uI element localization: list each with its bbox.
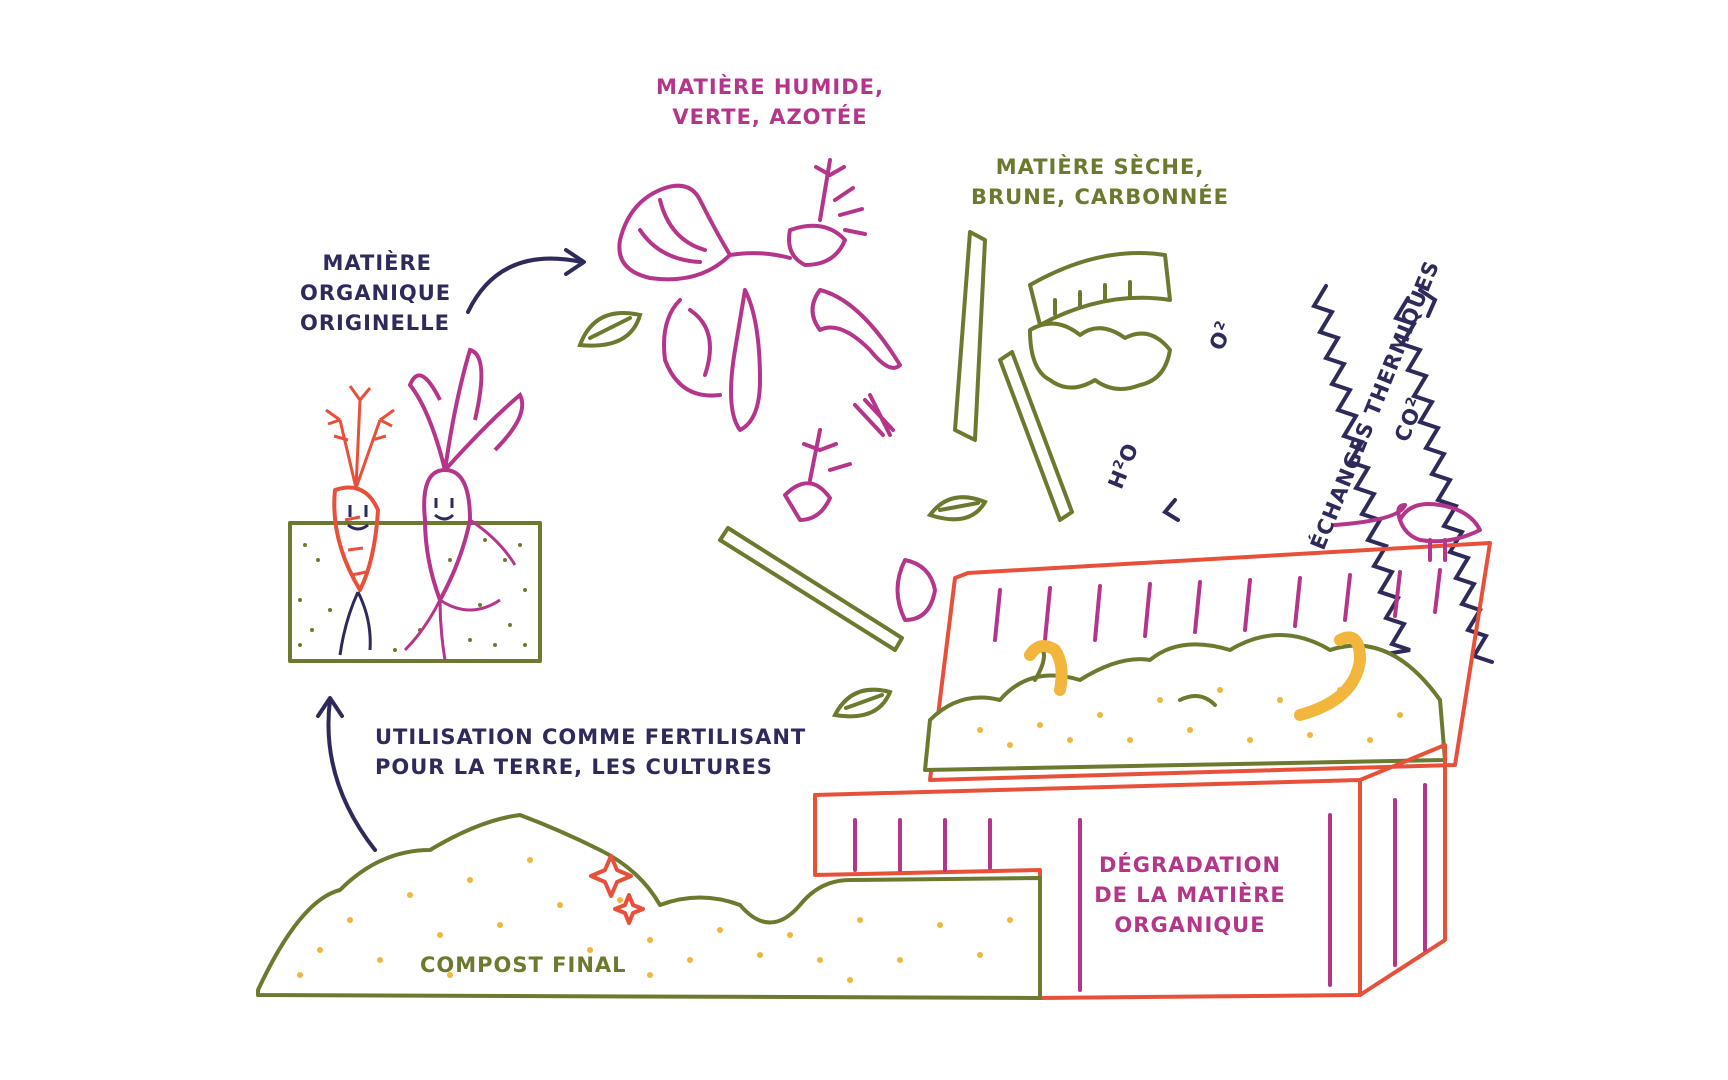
bird xyxy=(1333,502,1482,562)
dry-matter-scraps xyxy=(718,230,1172,652)
dry-matter-line-1: MATIÈRE SÈCHE, xyxy=(995,155,1205,179)
compost-bin xyxy=(813,541,1492,1000)
beet-plant xyxy=(403,347,525,661)
garden-plot xyxy=(288,521,542,663)
final-compost-heap xyxy=(256,813,1042,1000)
wet-matter-label: MATIÈRE HUMIDE, VERTE, AZOTÉE xyxy=(650,72,890,132)
original-matter-line-2: ORGANIQUE xyxy=(300,281,452,305)
degradation-line-2: DE LA MATIÈRE xyxy=(1094,883,1286,907)
dry-matter-label: MATIÈRE SÈCHE, BRUNE, CARBONNÉE xyxy=(960,152,1240,212)
final-compost-label: COMPOST FINAL xyxy=(420,953,627,977)
fertilizer-line-2: POUR LA TERRE, LES CULTURES xyxy=(375,755,773,779)
degradation-line-3: ORGANIQUE xyxy=(1114,913,1266,937)
dry-matter-line-2: BRUNE, CARBONNÉE xyxy=(971,185,1229,209)
wet-matter-scraps xyxy=(617,158,937,622)
fertilizer-use-label: UTILISATION COMME FERTILISANT POUR LA TE… xyxy=(375,722,806,782)
sparkle-icon xyxy=(589,854,645,925)
degradation-line-1: DÉGRADATION xyxy=(1098,853,1282,877)
wet-matter-line-2: VERTE, AZOTÉE xyxy=(672,105,868,129)
original-matter-label: MATIÈRE ORGANIQUE ORIGINELLE xyxy=(300,248,452,338)
degradation-label: DÉGRADATION DE LA MATIÈRE ORGANIQUE xyxy=(1085,850,1295,940)
original-matter-line-1: MATIÈRE xyxy=(322,251,432,275)
wet-matter-line-1: MATIÈRE HUMIDE, xyxy=(656,75,884,99)
arrow-to-garden xyxy=(316,696,377,852)
arrow-to-materials xyxy=(466,248,586,314)
leaves xyxy=(577,311,988,719)
carrot-plant xyxy=(325,385,395,656)
original-matter-line-3: ORIGINELLE xyxy=(300,311,450,335)
fertilizer-line-1: UTILISATION COMME FERTILISANT xyxy=(375,725,807,749)
